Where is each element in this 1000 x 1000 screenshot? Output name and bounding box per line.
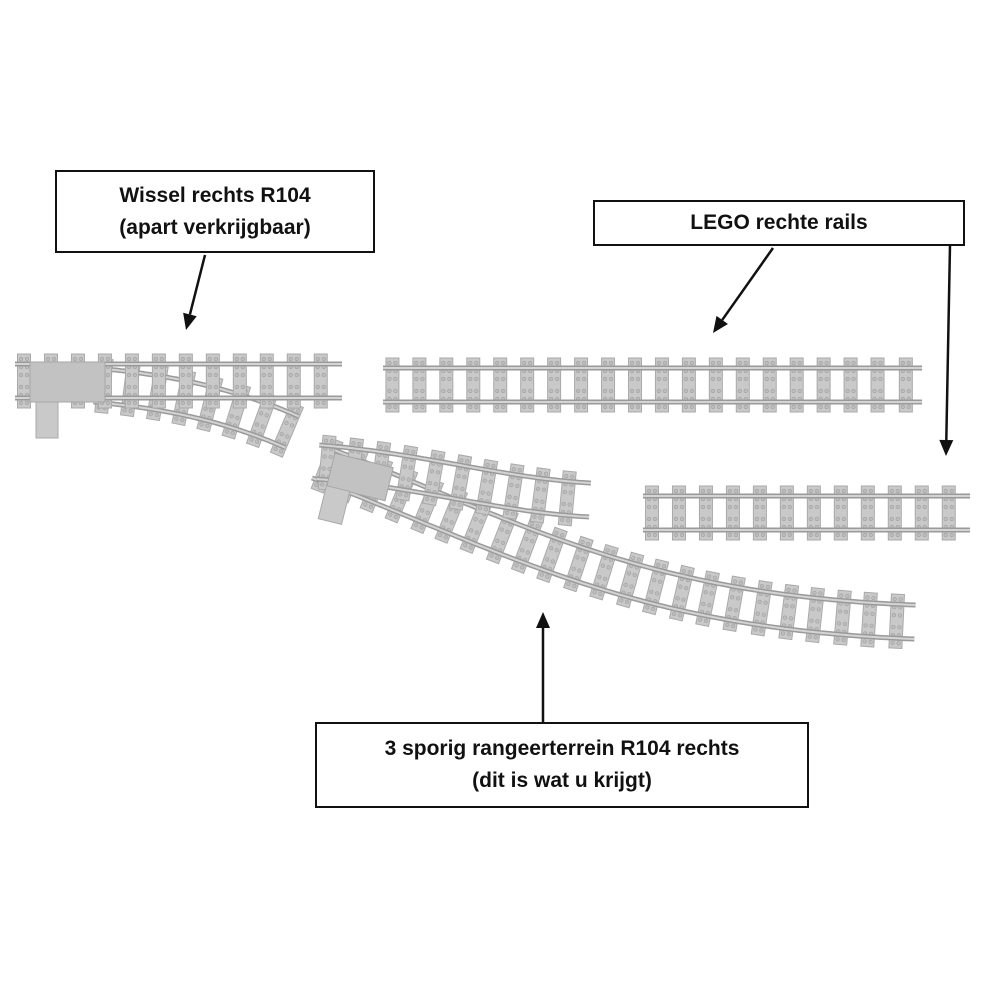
sleeper (178, 353, 193, 409)
sleeper (681, 357, 696, 413)
sleeper (833, 485, 848, 541)
switch-lever (35, 401, 59, 439)
switch-arrow (183, 254, 207, 330)
sleeper (888, 593, 905, 650)
yard-label-title: 3 sporig rangeerterrein R104 rechts (384, 737, 740, 760)
sleeper (286, 353, 301, 409)
switch-label-title: Wissel rechts R104 (119, 183, 311, 207)
sleeper (779, 485, 794, 541)
straight-arrow-right (939, 244, 954, 456)
sleeper (671, 485, 686, 541)
yard-arrow (536, 612, 550, 722)
sleeper (259, 353, 274, 409)
sleeper (750, 580, 773, 637)
sleeper (574, 357, 589, 413)
sleeper (232, 353, 247, 409)
sleeper (789, 357, 804, 413)
straight-rails-label: LEGO rechte rails (690, 211, 868, 234)
sleeper (833, 589, 852, 646)
sleeper (205, 353, 220, 409)
sleeper (466, 357, 481, 413)
sleeper (654, 357, 669, 413)
sleeper (805, 586, 825, 644)
sleeper (762, 357, 777, 413)
yard-switch-base (326, 452, 394, 502)
straight-rails-label-box: LEGO rechte rails (593, 200, 965, 246)
straight-arrow-top (713, 247, 775, 333)
sleeper (708, 357, 723, 413)
straight-rail-top (383, 357, 922, 413)
sleeper (627, 357, 642, 413)
switch-label-box: Wissel rechts R104 (apart verkrijgbaar) (55, 170, 375, 253)
sleeper (778, 583, 800, 641)
sleeper (898, 357, 913, 413)
sleeper (439, 357, 454, 413)
sleeper (557, 470, 577, 527)
straight-rail-right (643, 485, 970, 541)
yard-label-note: (dit is wat u krijgt) (472, 769, 652, 792)
sleeper (412, 357, 427, 413)
sleeper (644, 485, 659, 541)
sleeper (914, 485, 929, 541)
switch-lever-base (29, 361, 106, 403)
sleeper (547, 357, 562, 413)
sleeper (698, 485, 713, 541)
yard-switch-lever (317, 484, 351, 526)
sleeper (313, 353, 328, 409)
yard-label-box: 3 sporig rangeerterrein R104 rechts (dit… (315, 722, 809, 808)
switch-label-note: (apart verkrijgbaar) (119, 215, 311, 239)
